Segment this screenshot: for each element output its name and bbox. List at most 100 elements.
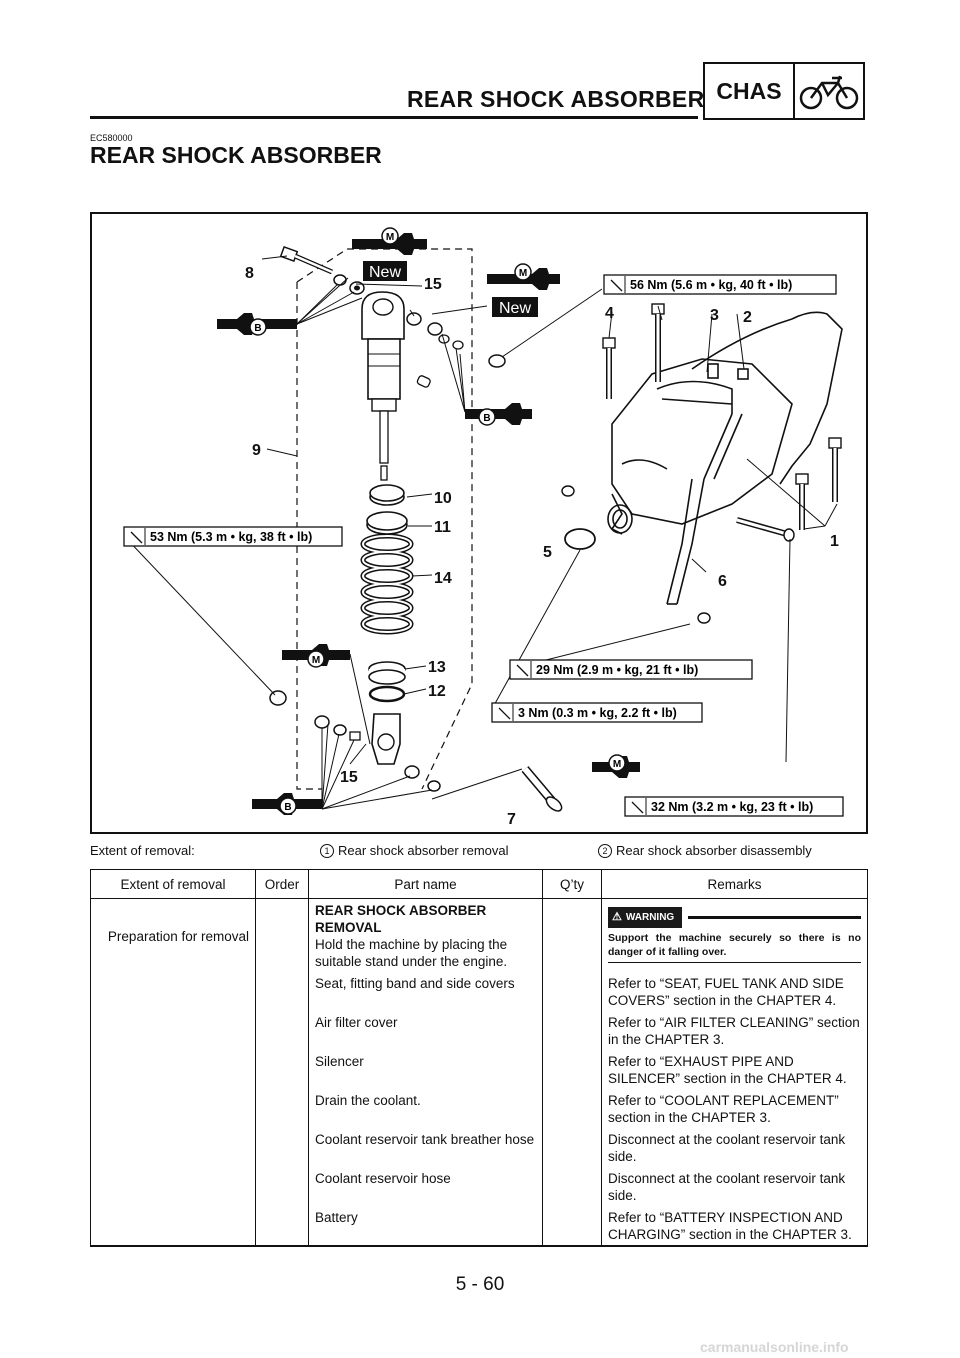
- header-remarks: Remarks: [601, 869, 868, 899]
- torque-box-53: 53 Nm (5.3 m • kg, 38 ft • lb): [123, 526, 343, 547]
- grease-tag-b-left: B: [217, 313, 297, 336]
- table-row: Preparation for removal REAR SHOCK ABSOR…: [90, 898, 868, 972]
- chapter-tag: CHAS: [705, 64, 795, 118]
- table-row: Coolant reservoir hose Disconnect at the…: [90, 1167, 868, 1206]
- callout-9: 9: [252, 442, 261, 459]
- prep-label: Preparation for removal: [90, 898, 256, 972]
- header-qty: Q’ty: [542, 869, 602, 899]
- callout-5: 5: [543, 544, 552, 561]
- watermark: carmanualsonline.info: [700, 1339, 849, 1355]
- rear-frame: [607, 311, 843, 605]
- remarks: Refer to “AIR FILTER CLEANING” section i…: [601, 1011, 868, 1050]
- extent-label: Extent of removal:: [90, 843, 195, 858]
- callout-11: 11: [434, 519, 451, 536]
- header-rule: [90, 116, 698, 119]
- callout-4: 4: [605, 305, 614, 322]
- page-title: REAR SHOCK ABSORBER: [90, 142, 382, 168]
- header-part-name: Part name: [308, 869, 543, 899]
- svg-text:M: M: [519, 268, 527, 279]
- part-name: Battery: [308, 1206, 543, 1247]
- svg-text:New: New: [499, 300, 531, 317]
- bolt-7: [521, 766, 563, 812]
- callout-7: 7: [507, 811, 516, 828]
- callout-6: 6: [718, 573, 727, 590]
- part-name: Coolant reservoir tank breather hose: [308, 1128, 543, 1167]
- grease-tag-m-top: M: [352, 227, 427, 255]
- warning-triangle-icon: ⚠: [612, 911, 622, 923]
- svg-text:M: M: [312, 655, 320, 666]
- svg-text:3 Nm (0.3 m • kg, 2.2 ft • lb): 3 Nm (0.3 m • kg, 2.2 ft • lb): [518, 706, 677, 720]
- table-header-row: Extent of removal Order Part name Q’ty R…: [90, 869, 868, 899]
- table-row: Drain the coolant. Refer to “COOLANT REP…: [90, 1089, 868, 1128]
- svg-text:M: M: [386, 232, 394, 243]
- circle-number-2: 2: [598, 844, 612, 858]
- torque-box-3: 3 Nm (0.3 m • kg, 2.2 ft • lb): [491, 702, 703, 723]
- part-name: Coolant reservoir hose: [308, 1167, 543, 1206]
- table-row: Air filter cover Refer to “AIR FILTER CL…: [90, 1011, 868, 1050]
- motorcycle-icon: [795, 64, 863, 118]
- remarks: Disconnect at the coolant reservoir tank…: [601, 1167, 868, 1206]
- part-name: Seat, fitting band and side covers: [308, 972, 543, 1011]
- callout-12: 12: [428, 683, 446, 700]
- torque-box-29: 29 Nm (2.9 m • kg, 21 ft • lb): [509, 659, 753, 680]
- callout-14: 14: [434, 570, 452, 587]
- remarks: Disconnect at the coolant reservoir tank…: [601, 1128, 868, 1167]
- page-number: 5 - 60: [455, 1274, 505, 1295]
- grease-tag-b-right: B: [465, 403, 532, 426]
- grease-tag-b-bottom: B: [252, 793, 322, 815]
- frame-bolts: [561, 303, 842, 624]
- warning-text: Support the machine securely so there is…: [608, 928, 861, 963]
- removal-table: Extent of removal Order Part name Q’ty R…: [90, 869, 868, 1247]
- svg-text:B: B: [254, 323, 261, 334]
- table-row: Silencer Refer to “EXHAUST PIPE AND SILE…: [90, 1050, 868, 1089]
- torque-box-32: 32 Nm (3.2 m • kg, 23 ft • lb): [624, 796, 844, 817]
- torque-box-56: 56 Nm (5.6 m • kg, 40 ft • lb): [603, 274, 837, 295]
- svg-text:M: M: [613, 759, 621, 770]
- diagram-svg: M M B B M B M: [123, 227, 844, 828]
- section-code: EC580000: [90, 133, 133, 143]
- chapter-tag-box: CHAS: [703, 62, 865, 120]
- svg-text:56 Nm (5.6 m • kg, 40 ft • lb): 56 Nm (5.6 m • kg, 40 ft • lb): [630, 278, 792, 292]
- new-tag-top: New: [363, 261, 407, 281]
- callout-2: 2: [743, 309, 752, 326]
- circle-number-1: 1: [320, 844, 334, 858]
- grease-tag-m-bottom: M: [592, 754, 640, 778]
- callout-15-bottom: 15: [340, 769, 358, 786]
- bolt-8: [279, 245, 333, 275]
- callout-15-top: 15: [424, 276, 442, 293]
- warning-header: ⚠ WARNING: [608, 907, 861, 928]
- remarks: Refer to “EXHAUST PIPE AND SILENCER” sec…: [601, 1050, 868, 1089]
- grease-tag-m-right: M: [487, 263, 560, 290]
- svg-text:29 Nm (2.9 m • kg, 21 ft • lb): 29 Nm (2.9 m • kg, 21 ft • lb): [536, 663, 698, 677]
- remarks: Refer to “BATTERY INSPECTION AND CHARGIN…: [601, 1206, 868, 1247]
- callout-13: 13: [428, 659, 446, 676]
- svg-text:53 Nm (5.3 m • kg, 38 ft • lb): 53 Nm (5.3 m • kg, 38 ft • lb): [150, 530, 312, 544]
- remarks: Refer to “COOLANT REPLACEMENT” section i…: [601, 1089, 868, 1128]
- svg-text:New: New: [369, 264, 401, 281]
- grease-tag-m-mid: M: [282, 644, 350, 668]
- callout-1: 1: [830, 533, 839, 550]
- svg-text:32 Nm (3.2 m • kg, 23 ft • lb): 32 Nm (3.2 m • kg, 23 ft • lb): [651, 800, 813, 814]
- part-name: Drain the coolant.: [308, 1089, 543, 1128]
- remarks: Refer to “SEAT, FUEL TANK AND SIDE COVER…: [601, 972, 868, 1011]
- table-row: Seat, fitting band and side covers Refer…: [90, 972, 868, 1011]
- header-order: Order: [255, 869, 309, 899]
- callout-8: 8: [245, 265, 254, 282]
- part-name: Silencer: [308, 1050, 543, 1089]
- new-tag-right: New: [492, 297, 538, 317]
- section-header-title: REAR SHOCK ABSORBER: [407, 86, 705, 112]
- callout-3: 3: [710, 307, 719, 324]
- table-row: Coolant reservoir tank breather hose Dis…: [90, 1128, 868, 1167]
- table-row: Battery Refer to “BATTERY INSPECTION AND…: [90, 1206, 868, 1247]
- part-name: Hold the machine by placing the suitable…: [315, 937, 508, 969]
- header-extent: Extent of removal: [90, 869, 256, 899]
- part-title: REAR SHOCK ABSORBER REMOVAL: [315, 903, 487, 935]
- callout-10: 10: [434, 490, 452, 507]
- warning-label: WARNING: [625, 912, 675, 923]
- part-name: Air filter cover: [308, 1011, 543, 1050]
- svg-text:B: B: [284, 802, 291, 813]
- svg-text:B: B: [483, 413, 490, 424]
- exploded-diagram: M M B B M B M: [90, 212, 868, 834]
